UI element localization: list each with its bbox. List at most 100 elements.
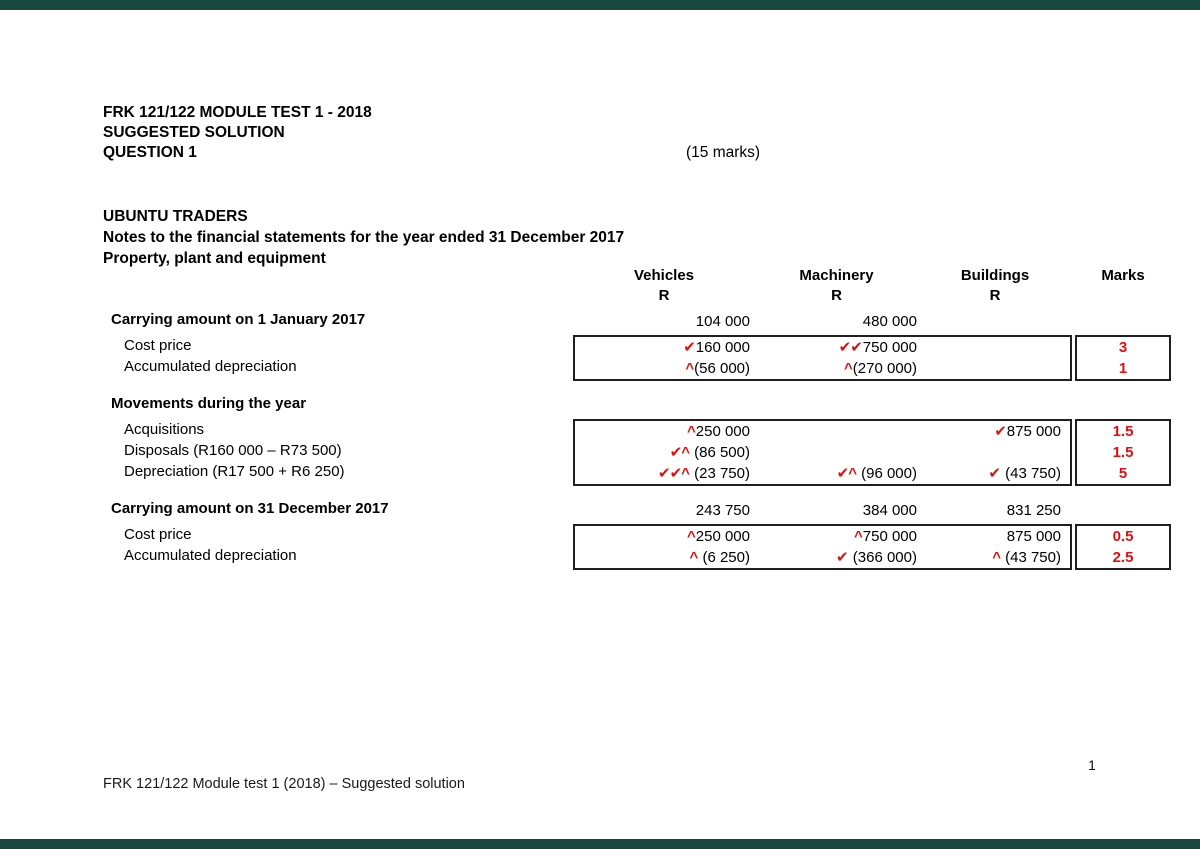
value-cell: ^750 000: [753, 526, 920, 547]
test-title: FRK 121/122 MODULE TEST 1 - 2018: [103, 104, 372, 121]
amount-value: (43 750): [1000, 465, 1061, 482]
amount-value: (96 000): [856, 465, 917, 482]
column-unit: R: [989, 287, 1001, 304]
row-marks-column: 1.5 1.5 5: [1075, 419, 1171, 486]
footer-text: FRK 121/122 Module test 1 (2018) – Sugge…: [103, 776, 465, 792]
column-unit: R: [658, 287, 670, 304]
amount-value: 750 000: [862, 339, 917, 356]
mark-value: 1.5: [1112, 423, 1134, 440]
solution-subtitle: SUGGESTED SOLUTION: [103, 124, 285, 141]
value-cell: ^ (6 250): [575, 547, 753, 568]
value-cell: [753, 442, 920, 463]
marker-symbols: ✔✔: [838, 339, 863, 356]
mark-value: [1077, 311, 1169, 333]
column-label: Vehicles: [633, 267, 695, 284]
row-values-column: ✔160 000✔✔750 000^(56 000)^(270 000): [573, 335, 1072, 381]
notes-title: Notes to the financial statements for th…: [103, 229, 625, 246]
marker-symbols: ^: [854, 528, 863, 545]
header-value-columns: Vehicles R Machinery R Buildings R: [573, 264, 1072, 308]
value-cell: ✔✔^ (23 750): [575, 463, 753, 484]
mark-value: 1.5: [1112, 444, 1134, 461]
document-header: FRK 121/122 MODULE TEST 1 - 2018 SUGGEST…: [103, 103, 372, 163]
amount-value: 875 000: [1006, 423, 1061, 440]
marker-symbols: ✔^: [669, 444, 690, 461]
header-label-spacer: [103, 264, 573, 308]
row-label: Accumulated depreciation: [124, 358, 297, 375]
value-cell: ✔^ (96 000): [753, 463, 920, 484]
mark-value: [1077, 500, 1169, 522]
mark-value: 5: [1118, 465, 1128, 482]
column-header-vehicles: Vehicles R: [575, 266, 753, 306]
amount-value: 384 000: [862, 502, 917, 519]
value-cell: 480 000: [753, 311, 920, 333]
marker-symbols: ^: [687, 423, 696, 440]
column-unit: R: [831, 287, 842, 304]
value-cell: [920, 442, 1070, 463]
top-edge-bar: [0, 0, 1200, 10]
value-cell: ✔ (366 000): [753, 547, 920, 568]
row-label: Movements during the year: [111, 395, 307, 412]
question-heading: QUESTION 1: [103, 144, 197, 161]
mark-value: 2.5: [1112, 549, 1134, 566]
amount-value: (43 750): [1000, 549, 1061, 566]
column-header-buildings: Buildings R: [920, 266, 1070, 306]
marker-symbols: ✔^: [836, 465, 857, 482]
table-header-row: Vehicles R Machinery R Buildings R Marks: [103, 264, 1173, 308]
value-cell: 831 250: [920, 500, 1070, 522]
amount-value: 160 000: [695, 339, 750, 356]
marker-symbols: ✔: [988, 465, 1001, 482]
row-values: ✔✔^ (23 750)✔^ (96 000)✔ (43 750): [575, 463, 1070, 484]
value-cell: ✔875 000: [920, 421, 1070, 442]
total-marks-note: (15 marks): [686, 144, 761, 161]
amount-value: 750 000: [862, 528, 917, 545]
value-cell: ^(56 000): [575, 358, 753, 379]
column-label: Machinery: [799, 267, 874, 284]
value-cell: [575, 395, 753, 417]
row-values-column: [573, 393, 1072, 419]
row-values-column: 104 000 480 000: [573, 309, 1072, 335]
value-cell: 875 000: [920, 526, 1070, 547]
value-cell: ✔^ (86 500): [575, 442, 753, 463]
value-cell: 104 000: [575, 311, 753, 333]
ppe-note-table: Vehicles R Machinery R Buildings R Marks…: [103, 264, 1173, 570]
row-values: ^ (6 250)✔ (366 000)^ (43 750): [575, 547, 1070, 568]
row-labels-column: Carrying amount on 31 December 2017: [103, 498, 573, 524]
value-cell: ^250 000: [575, 526, 753, 547]
marker-symbols: ✔✔^: [658, 465, 690, 482]
mark-value: [1077, 395, 1169, 417]
amount-value: 250 000: [695, 528, 750, 545]
table-spacer: [103, 381, 1173, 393]
value-cell: ^(270 000): [753, 358, 920, 379]
row-marks-column: [1075, 393, 1171, 419]
amount-value: 480 000: [862, 313, 917, 330]
value-cell: [920, 337, 1070, 358]
value-cell: 243 750: [575, 500, 753, 522]
value-cell: [920, 311, 1070, 333]
row-values: ^250 000 ✔875 000: [575, 421, 1070, 442]
value-cell: [920, 395, 1070, 417]
value-cell: ^250 000: [575, 421, 753, 442]
row-labels-column: Carrying amount on 1 January 2017: [103, 309, 573, 335]
row-label: Accumulated depreciation: [124, 547, 297, 564]
value-cell: ✔✔750 000: [753, 337, 920, 358]
row-marks-column: [1075, 309, 1171, 335]
column-header-marks: Marks: [1101, 267, 1145, 284]
amount-value: 875 000: [1006, 528, 1061, 545]
row-label: Cost price: [124, 526, 192, 543]
amount-value: 243 750: [695, 502, 750, 519]
amount-value: (366 000): [848, 549, 917, 566]
